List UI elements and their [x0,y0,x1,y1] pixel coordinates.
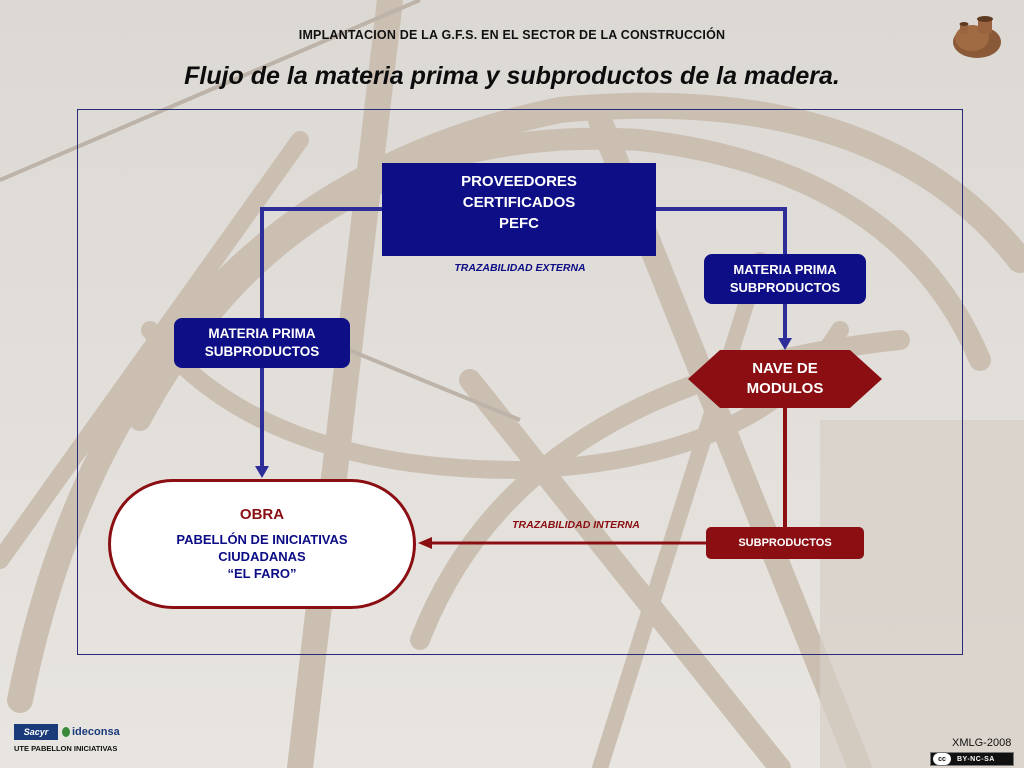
footer-logos: Sacyr ideconsa UTE PABELLON INICIATIVAS [12,722,122,762]
document-code: XMLG-2008 [952,737,1012,749]
license-text: BY-NC-SA [957,755,995,763]
raw-left-line-1: MATERIA PRIMA [208,326,316,341]
obra-title: OBRA [239,506,285,523]
ideconsa-logo: ideconsa [62,724,122,740]
arrow-to-nave [778,338,792,350]
obra-line-2: CIUDADANAS [218,549,306,564]
license-badge: cc BY-NC-SA [930,752,1014,766]
obra-line-1: PABELLÓN DE INICIATIVAS [176,532,348,547]
nave-label: NAVE DE MODULOS [688,350,882,408]
raw-right-line-2: SUBPRODUCTOS [729,280,841,295]
diagram-frame [77,109,963,655]
obra-line-3: “EL FARO” [227,566,297,581]
ideconsa-mark-icon [62,727,70,737]
clay-pot-icon [953,16,1001,58]
slide-title: Flujo de la materia prima y subproductos… [184,62,840,90]
nave-hexagon [688,350,882,408]
nave-line-2: MODULOS [746,380,824,397]
connector-supplier-right [656,207,787,254]
cc-icon: cc [933,753,951,765]
ideconsa-logo-text: ideconsa [72,726,120,738]
supplier-box: PROVEEDORES CERTIFICADOS PEFC [382,163,656,256]
slide-header: IMPLANTACION DE LA G.F.S. EN EL SECTOR D… [298,28,726,42]
arrow-to-obra-internal [418,537,432,549]
supplier-line-3: PEFC [498,215,539,232]
obra-node: OBRA PABELLÓN DE INICIATIVAS CIUDADANAS … [108,479,416,609]
connector-supplier-left [260,207,382,318]
nave-line-1: NAVE DE [752,360,818,377]
raw-right-line-1: MATERIA PRIMA [733,262,837,277]
supplier-line-2: CERTIFICADOS [462,194,576,211]
sacyr-logo: Sacyr [14,724,58,740]
supplier-line-1: PROVEEDORES [461,173,577,190]
raw-material-right-box: MATERIA PRIMA SUBPRODUCTOS [704,254,866,304]
arrow-to-obra [255,466,269,478]
ute-label: UTE PABELLON INICIATIVAS [14,744,118,753]
external-traceability-label: TRAZABILIDAD EXTERNA [454,262,586,274]
subproducts-box: SUBPRODUCTOS [706,527,864,559]
internal-traceability-label: TRAZABILIDAD INTERNA [512,519,640,531]
raw-left-line-2: SUBPRODUCTOS [204,344,320,359]
raw-material-left-box: MATERIA PRIMA SUBPRODUCTOS [174,318,350,368]
